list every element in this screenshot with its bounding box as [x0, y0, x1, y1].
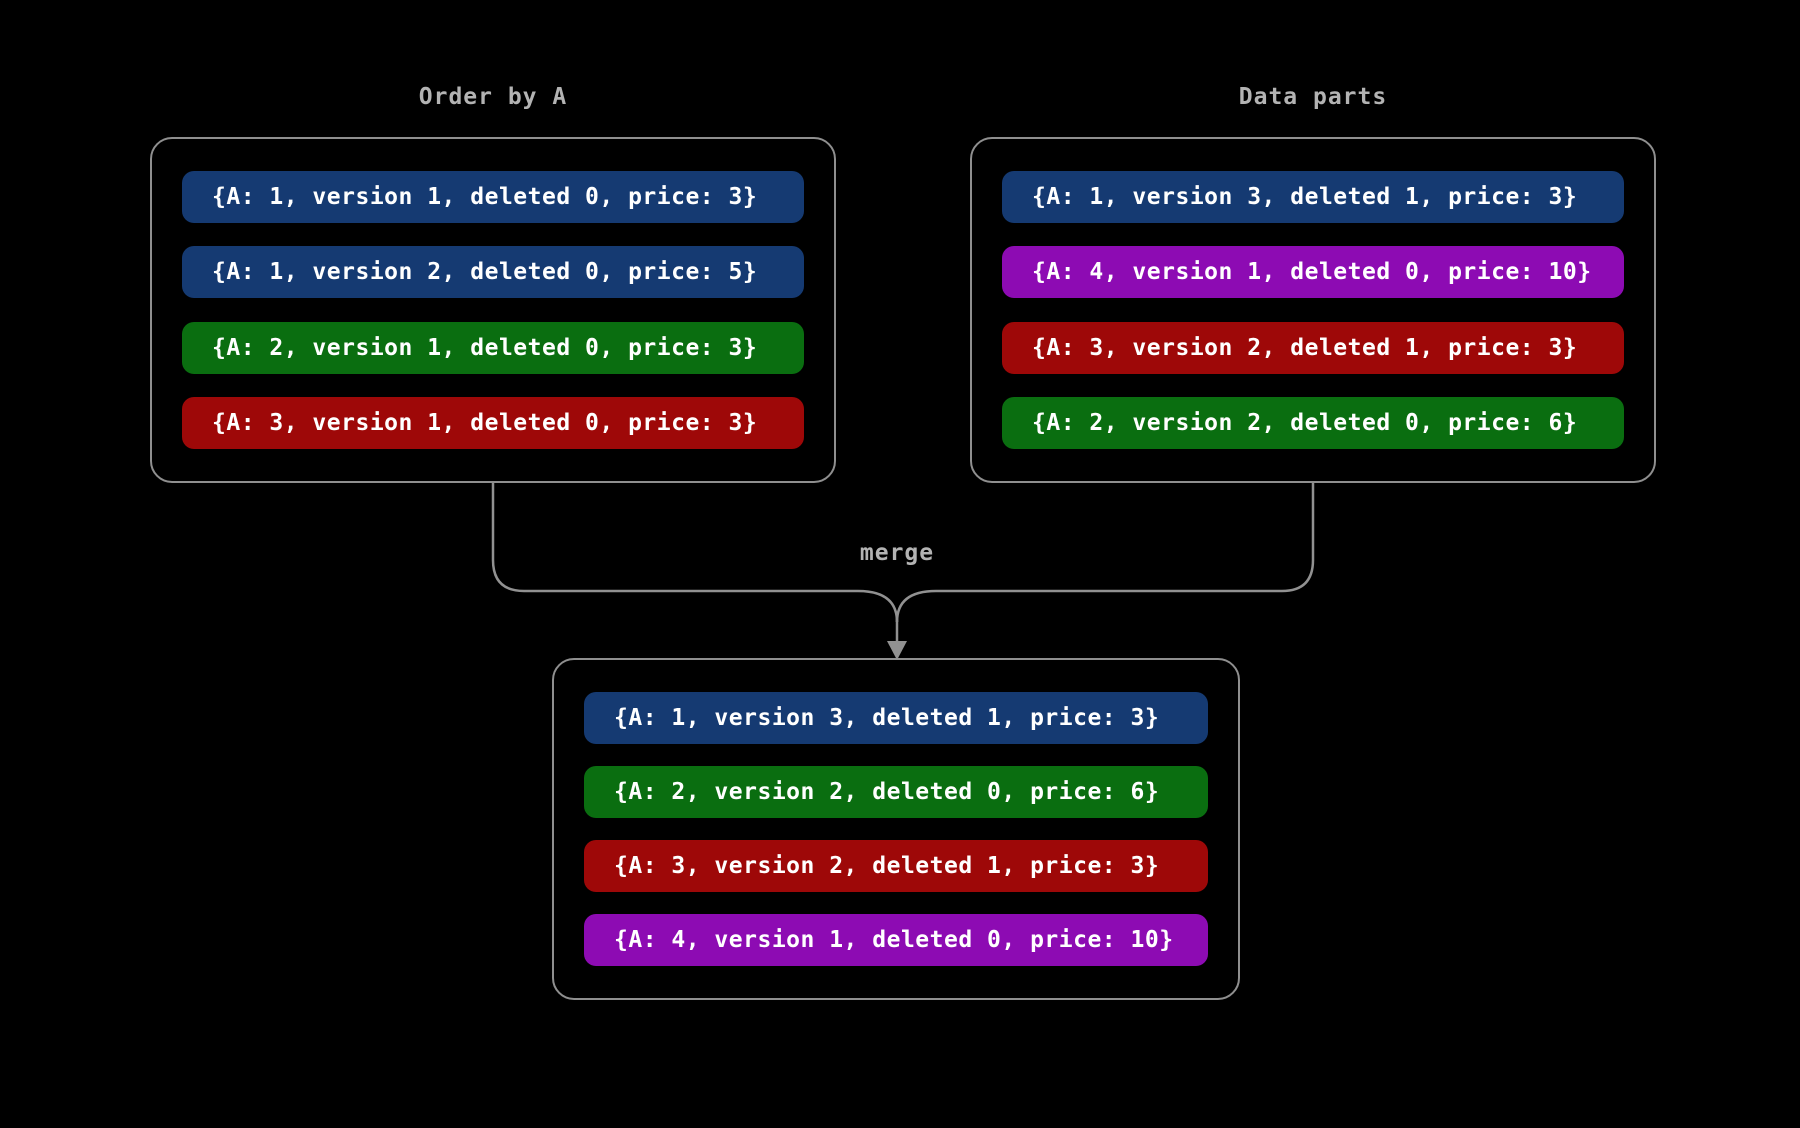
data-row: {A: 4, version 1, deleted 0, price: 10}	[584, 914, 1208, 966]
data-row: {A: 3, version 2, deleted 1, price: 3}	[584, 840, 1208, 892]
data-row: {A: 3, version 2, deleted 1, price: 3}	[1002, 321, 1624, 374]
data-row: {A: 1, version 2, deleted 0, price: 5}	[182, 246, 804, 299]
data-row: {A: 1, version 3, deleted 1, price: 3}	[1002, 171, 1624, 223]
data-row: {A: 4, version 1, deleted 0, price: 10}	[1002, 246, 1624, 299]
data-row: {A: 1, version 1, deleted 0, price: 3}	[182, 171, 804, 223]
data-parts-box: {A: 1, version 3, deleted 1, price: 3} {…	[970, 137, 1656, 483]
order-by-a-box: {A: 1, version 1, deleted 0, price: 3} {…	[150, 137, 836, 483]
data-row: {A: 2, version 2, deleted 0, price: 6}	[584, 766, 1208, 818]
data-row: {A: 2, version 1, deleted 0, price: 3}	[182, 321, 804, 374]
merged-result-box: {A: 1, version 3, deleted 1, price: 3} {…	[552, 658, 1240, 1000]
data-row: {A: 2, version 2, deleted 0, price: 6}	[1002, 396, 1624, 449]
data-row: {A: 1, version 3, deleted 1, price: 3}	[584, 692, 1208, 744]
data-row: {A: 3, version 1, deleted 0, price: 3}	[182, 396, 804, 449]
merge-label: merge	[859, 540, 935, 566]
order-by-a-title: Order by A	[418, 84, 568, 110]
data-parts-title: Data parts	[1238, 84, 1388, 110]
